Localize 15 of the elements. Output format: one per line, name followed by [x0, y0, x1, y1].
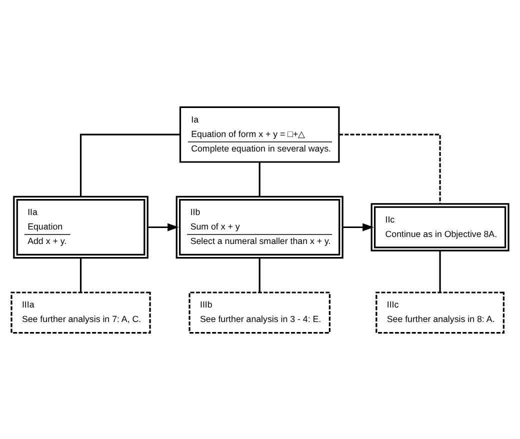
connector	[80, 133, 180, 196]
node-box: IIb Sum of x + y Select a numeral smaller than x + y.	[176, 195, 344, 258]
connector	[258, 258, 260, 292]
connector	[339, 133, 441, 204]
connector	[439, 250, 441, 292]
node-box: IIIc See further analysis in 8: A.	[376, 291, 504, 334]
arrow	[342, 222, 374, 231]
node-box: IIIa See further analysis in 7: A, C.	[10, 291, 151, 334]
arrow	[148, 222, 179, 231]
node-box: IIIb See further analysis in 3 - 4: E.	[188, 291, 330, 334]
node-box: Ia Equation of form x + y = □+△ Complete equation in several ways.	[179, 106, 340, 162]
node-box: IIa Equation Add x + y.	[13, 195, 148, 258]
node-box: IIc Continue as in Objective 8A.	[370, 202, 510, 251]
connector	[258, 162, 260, 196]
connector	[80, 258, 82, 292]
